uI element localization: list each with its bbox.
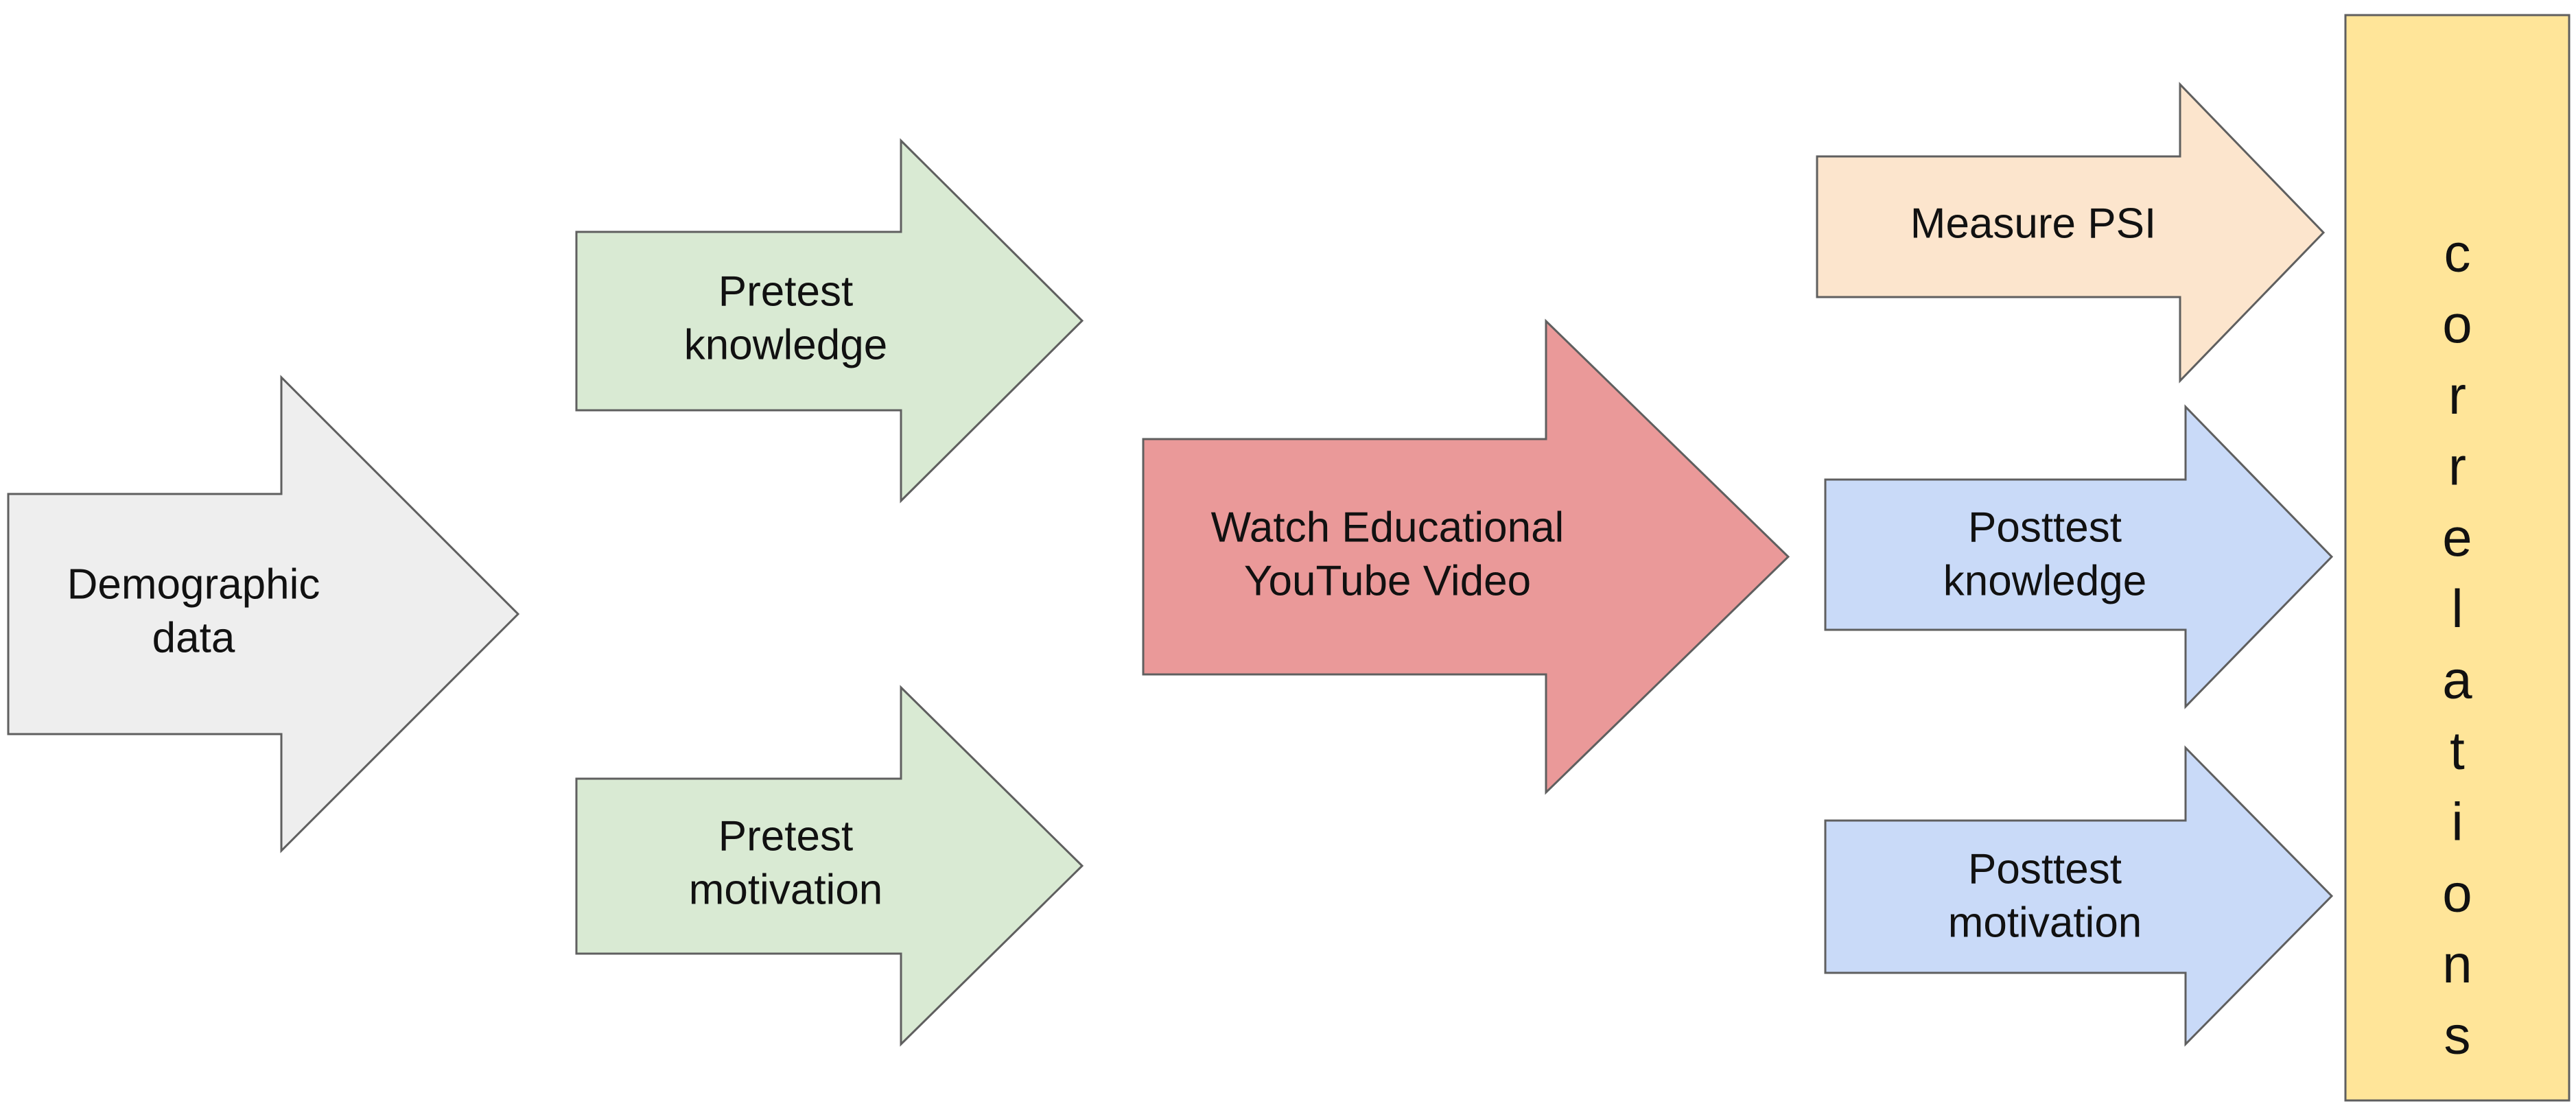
arrow-pretest-knowledge-label-line: knowledge [684, 321, 887, 368]
arrow-posttest-knowledge-shape [1824, 404, 2334, 709]
arrow-measure-psi-shape [1816, 82, 2326, 384]
correlations-letter: n [2442, 934, 2472, 994]
arrow-posttest-motivation-label-line: motivation [1948, 899, 2142, 946]
correlations-bar-box [2344, 14, 2571, 1102]
correlations-letter: t [2450, 720, 2465, 781]
arrow-pretest-knowledge-label-line: Pretest [718, 268, 853, 315]
correlations-letter: s [2444, 1005, 2471, 1065]
correlations-letter: r [2448, 365, 2466, 425]
arrow-demographic-label-line: Demographic [67, 561, 320, 608]
arrow-measure-psi-label-line: Measure PSI [1910, 200, 2156, 247]
arrow-watch-video-label-line: Watch Educational [1211, 504, 1565, 551]
arrow-posttest-knowledge-label-line: Posttest [1968, 504, 2122, 551]
correlations-letter: c [2444, 223, 2471, 283]
arrow-posttest-motivation-shape [1824, 745, 2334, 1047]
arrow-pretest-knowledge-shape [575, 138, 1084, 504]
correlations-letter: r [2448, 436, 2466, 497]
arrow-pretest-knowledge: Pretest knowledge [575, 138, 1084, 504]
arrow-pretest-motivation-label-line: Pretest [718, 812, 853, 860]
arrow-pretest-motivation-shape [575, 685, 1084, 1047]
arrow-demographic-label: Demographic data [67, 561, 320, 661]
arrow-demographic-shape [7, 375, 520, 853]
correlations-letter: a [2442, 649, 2472, 709]
arrow-pretest-motivation-label-line: motivation [689, 866, 883, 913]
correlations-letter: l [2451, 578, 2463, 639]
arrow-measure-psi-label: Measure PSI [1910, 200, 2156, 247]
arrow-posttest-motivation: Posttest motivation [1824, 745, 2334, 1047]
arrow-measure-psi: Measure PSI [1816, 82, 2326, 384]
arrow-pretest-motivation-label: Pretest motivation [689, 812, 883, 913]
correlations-letter: o [2442, 294, 2472, 354]
correlations-letter: i [2451, 792, 2463, 852]
arrow-posttest-knowledge: Posttest knowledge [1824, 404, 2334, 709]
arrow-watch-video-shape [1142, 318, 1790, 795]
arrow-pretest-knowledge-label: Pretest knowledge [684, 268, 887, 368]
arrow-demographic: Demographic data [7, 375, 520, 853]
arrow-posttest-motivation-label: Posttest motivation [1948, 845, 2142, 946]
arrow-watch-video-label-line: YouTube Video [1244, 557, 1531, 604]
arrow-pretest-motivation: Pretest motivation [575, 685, 1084, 1047]
arrow-demographic-label-line: data [152, 614, 235, 661]
arrow-posttest-knowledge-label: Posttest knowledge [1943, 504, 2146, 604]
arrow-posttest-motivation-label-line: Posttest [1968, 845, 2122, 893]
arrow-posttest-knowledge-label-line: knowledge [1943, 557, 2146, 604]
correlations-letter: e [2442, 507, 2472, 567]
correlations-letter: o [2442, 862, 2472, 923]
